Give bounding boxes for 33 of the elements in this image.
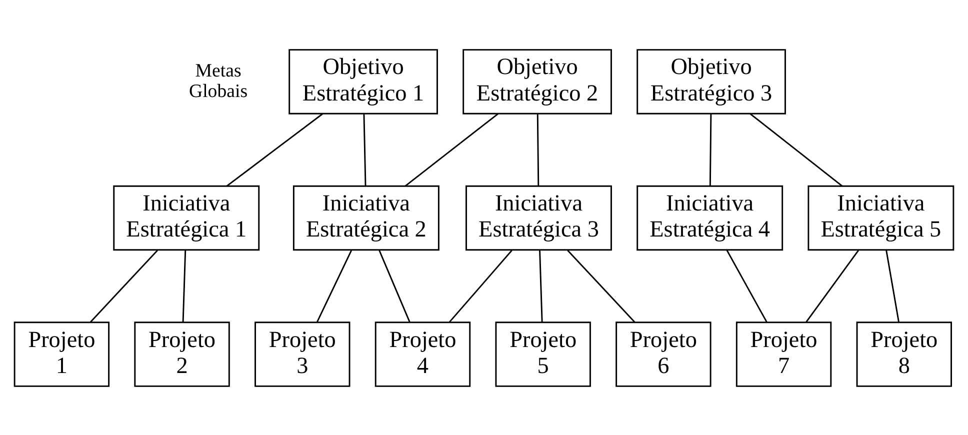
node-box: Iniciativa Estratégica 1	[113, 184, 260, 250]
connector	[404, 112, 498, 186]
label: Metas Globais	[188, 60, 248, 102]
connector	[539, 250, 543, 322]
node-box: Objetivo Estratégico 1	[288, 48, 438, 114]
node-box: Projeto 7	[736, 321, 832, 386]
node-box: Projeto 1	[14, 321, 110, 386]
node-box: Projeto 3	[254, 321, 350, 386]
connector	[90, 249, 158, 322]
connector	[750, 112, 843, 186]
node-box: Iniciativa Estratégica 5	[808, 184, 954, 250]
node-box: Objetivo Estratégico 3	[636, 48, 786, 114]
connector	[806, 249, 859, 322]
connector	[378, 250, 410, 322]
node-box: Projeto 2	[134, 321, 230, 386]
connector	[182, 250, 186, 322]
connector	[536, 114, 540, 186]
connector	[448, 249, 512, 322]
node-box: Iniciativa Estratégica 2	[292, 184, 440, 250]
connector	[567, 249, 636, 322]
node-box: Projeto 6	[616, 321, 712, 386]
connector	[709, 114, 712, 186]
connector	[363, 114, 366, 186]
node-box: Projeto 5	[495, 321, 591, 386]
node-box: Projeto 8	[856, 321, 952, 386]
node-box: Projeto 4	[374, 321, 471, 386]
node-box: Iniciativa Estratégica 3	[466, 184, 612, 250]
node-box: Objetivo Estratégico 2	[462, 48, 612, 114]
node-box: Iniciativa Estratégica 4	[636, 184, 784, 250]
connector	[226, 112, 324, 186]
connector	[726, 250, 768, 322]
connector	[316, 250, 352, 322]
connector	[886, 250, 900, 322]
